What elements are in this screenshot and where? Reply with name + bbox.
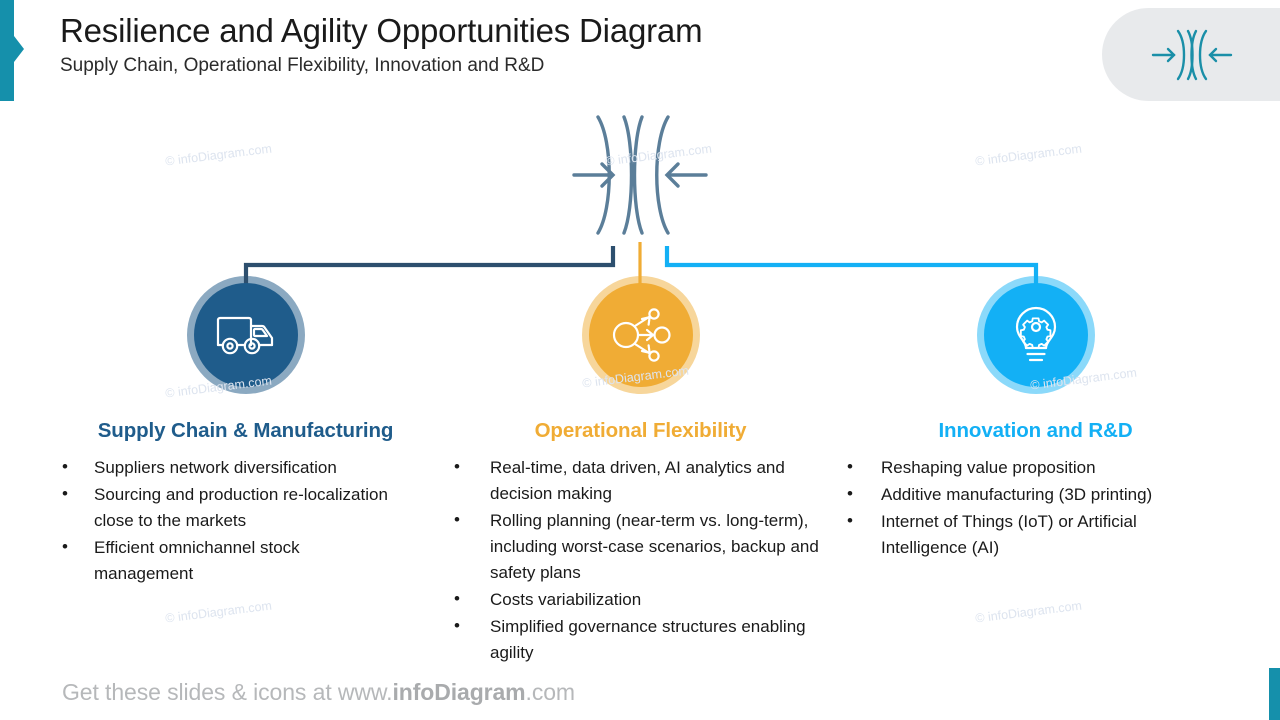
list-item: Sourcing and production re-localization … xyxy=(60,481,390,534)
network-branching-icon xyxy=(612,308,671,362)
accent-arrow-left xyxy=(14,36,24,62)
list-item: Efficient omnichannel stock management xyxy=(60,534,390,587)
icon-circle-operational-flexibility[interactable] xyxy=(581,276,700,394)
connector-navy xyxy=(243,246,616,292)
column-operational-flexibility: Operational Flexibility Real-time, data … xyxy=(408,276,873,667)
column-supply-chain: Supply Chain & Manufacturing Suppliers n… xyxy=(13,276,478,588)
list-item: Reshaping value proposition xyxy=(845,454,1220,481)
bullet-list-supply-chain: Suppliers network diversification Sourci… xyxy=(60,454,390,587)
bullet-list-innovation-rd: Reshaping value proposition Additive man… xyxy=(845,454,1220,561)
watermark: © infoDiagram.com xyxy=(164,598,273,626)
truck-icon xyxy=(216,316,273,355)
list-item: Internet of Things (IoT) or Artificial I… xyxy=(845,508,1220,561)
lightbulb-gear-icon xyxy=(1015,306,1056,362)
list-item: Real-time, data driven, AI analytics and… xyxy=(452,454,842,507)
bullet-list-operational-flexibility: Real-time, data driven, AI analytics and… xyxy=(452,454,842,666)
resilience-arrows-icon xyxy=(1151,29,1233,81)
list-item: Simplified governance structures enablin… xyxy=(452,613,842,666)
list-item: Costs variabilization xyxy=(452,586,842,613)
column-heading-supply-chain: Supply Chain & Manufacturing xyxy=(97,419,394,442)
icon-circle-supply-chain[interactable] xyxy=(186,276,305,394)
column-innovation-rd: Innovation and R&D Reshaping value propo… xyxy=(803,276,1268,562)
footer: Get these slides & icons at www.infoDiag… xyxy=(62,679,575,706)
list-item: Suppliers network diversification xyxy=(60,454,390,481)
icon-circle-innovation-rd[interactable] xyxy=(976,276,1095,394)
footer-suffix: .com xyxy=(525,679,576,705)
connector-blue xyxy=(664,246,1039,292)
footer-brand: infoDiagram xyxy=(392,679,526,705)
hero-resilience-arrows-icon xyxy=(572,115,708,235)
logo-badge xyxy=(1102,8,1280,101)
footer-prefix: Get these slides & icons at www. xyxy=(62,679,393,705)
page-title: Resilience and Agility Opportunities Dia… xyxy=(60,12,703,49)
accent-bar-left xyxy=(0,0,14,101)
page-subtitle: Supply Chain, Operational Flexibility, I… xyxy=(60,54,545,76)
column-heading-operational-flexibility: Operational Flexibility xyxy=(534,419,747,442)
column-heading-innovation-rd: Innovation and R&D xyxy=(938,419,1133,442)
header: Resilience and Agility Opportunities Dia… xyxy=(60,12,703,78)
list-item: Rolling planning (near-term vs. long-ter… xyxy=(452,507,842,586)
list-item: Additive manufacturing (3D printing) xyxy=(845,481,1220,508)
watermark: © infoDiagram.com xyxy=(974,598,1083,626)
accent-bar-bottom-right xyxy=(1269,668,1280,720)
